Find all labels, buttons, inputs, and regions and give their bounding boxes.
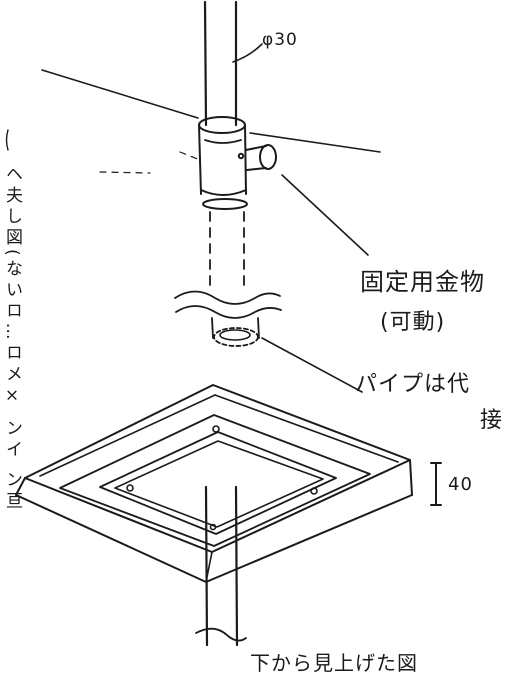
ceiling-frame (15, 384, 413, 583)
caption-label: 下から見上げた図 (250, 651, 418, 675)
height-dimension-bracket (430, 462, 442, 506)
margin-stroke (5, 129, 9, 151)
center-pipe (195, 485, 247, 647)
margin-note: ヘ夫し図(ないロ…ロメ× ンイ ン亘 (2, 165, 22, 513)
fitting-label: 固定用金物 (360, 268, 485, 296)
pipe-note-leader-line (261, 337, 363, 393)
diameter-label: φ30 (262, 30, 298, 50)
dashed-pipe-section (209, 211, 245, 291)
diagonal-reference-line (41, 69, 381, 153)
upper-pipe (203, 0, 238, 127)
pipe-note-label-2: 接 (480, 408, 504, 433)
coupler-sleeve (198, 116, 247, 196)
lower-pipe-end (211, 317, 260, 347)
coupler-ring (202, 198, 248, 210)
fitting-leader-line (281, 174, 369, 256)
dashed-reference-line (99, 151, 201, 174)
height-dimension-label: 40 (448, 474, 473, 495)
pipe-break-mark (174, 290, 282, 319)
pipe-note-label: パイプは代 (355, 372, 471, 397)
diameter-leader-line (232, 43, 263, 63)
fitting-sub-label: (可動) (380, 310, 446, 335)
side-bolt (245, 144, 277, 171)
